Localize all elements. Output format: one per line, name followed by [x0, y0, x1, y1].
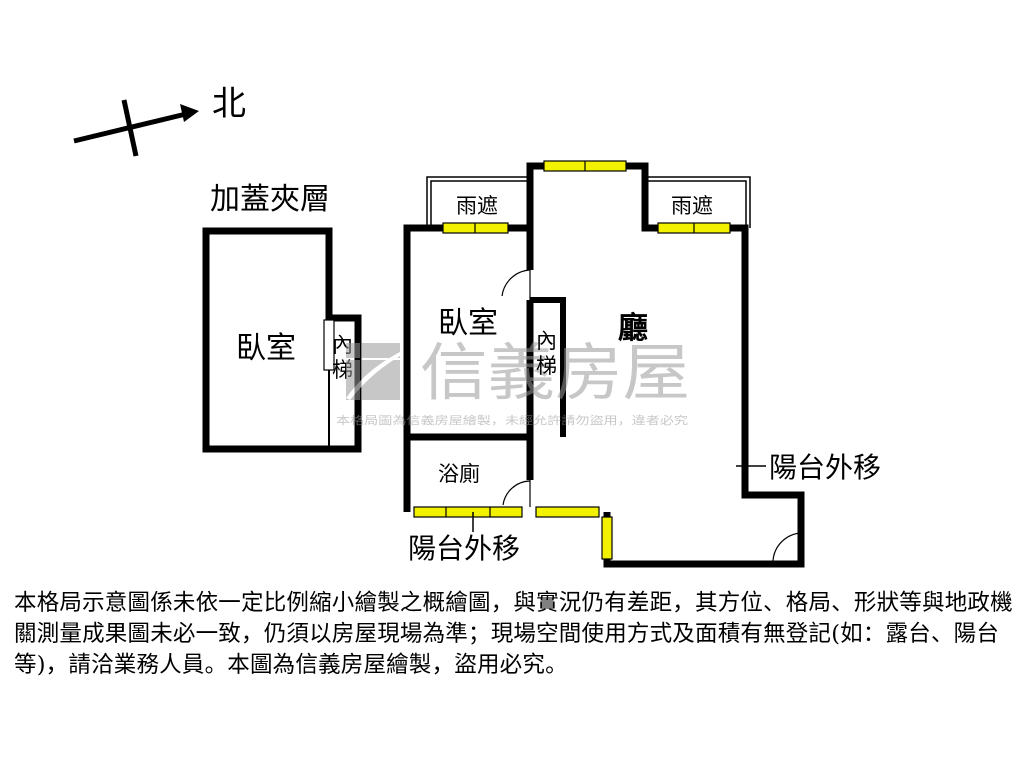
bedroom-label: 臥室: [438, 306, 498, 341]
mezzanine: 加蓋夾層 臥室 內梯: [202, 182, 362, 453]
door-swing-entrance: [772, 532, 802, 562]
doors: [501, 269, 802, 565]
door-swing-bathroom: [502, 480, 531, 506]
north-compass: 北: [73, 84, 246, 157]
watermark: 信義房屋 本格局圖為信義房屋繪製，未經允許請勿盜用，違者必究: [336, 336, 690, 427]
balcony-bottom-label: 陽台外移: [408, 532, 520, 565]
mezzanine-opening: [323, 319, 335, 371]
inner-stair-label: 內梯: [536, 329, 557, 378]
north-arrow-icon: [180, 104, 199, 122]
canopy-left-label: 雨遮: [456, 194, 498, 218]
brand-logo-icon: [346, 343, 400, 400]
bathroom-label: 浴廁: [438, 462, 480, 486]
mezzanine-title: 加蓋夾層: [210, 182, 330, 217]
watermark-brand: 信義房屋: [420, 336, 690, 409]
windows: [413, 160, 731, 560]
disclaimer-text: 本格局示意圖係未依一定比例縮小繪製之概繪圖，與實況仍有差距，其方位、格局、形狀等…: [14, 590, 1013, 678]
watermark-notice: 本格局圖為信義房屋繪製，未經允許請勿盜用，違者必究: [336, 413, 688, 427]
floor-plan: 北 加蓋夾層 臥室 內梯 雨遮 雨遮: [73, 84, 881, 568]
door-swing-bedroom: [501, 269, 531, 297]
mezzanine-bedroom-label: 臥室: [236, 331, 296, 366]
canopies: 雨遮 雨遮: [426, 176, 751, 228]
living-room-label: 廳: [618, 311, 648, 346]
room-labels: 臥室 廳 浴廁 內梯 陽台外移 陽台外移: [408, 306, 881, 565]
north-label: 北: [212, 84, 246, 124]
canopy-right-label: 雨遮: [671, 194, 713, 218]
balcony-right-label: 陽台外移: [769, 451, 881, 484]
